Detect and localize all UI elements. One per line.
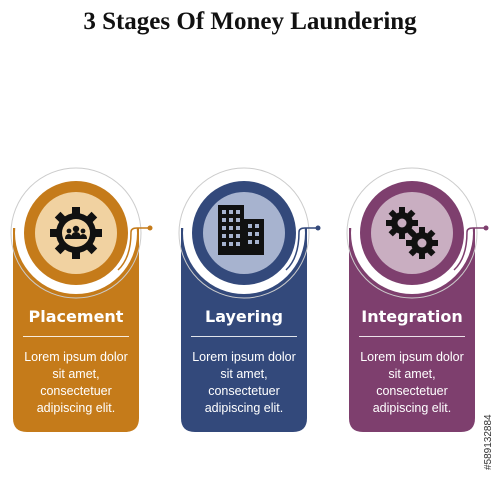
stage-placement-graphic <box>10 167 153 432</box>
stage-placement: Placement Lorem ipsum dolor sit amet, co… <box>10 167 153 432</box>
stage-placement-title: Placement <box>28 307 124 326</box>
stage-placement-description: Lorem ipsum dolor sit amet, consectetuer… <box>24 350 128 415</box>
stage-placement-divider <box>23 336 129 337</box>
stage-layering-description: Lorem ipsum dolor sit amet, consectetuer… <box>192 350 296 415</box>
stage-layering-divider <box>191 336 297 337</box>
stock-id-label: #589132884 <box>483 414 494 470</box>
stage-layering-title: Layering <box>205 307 283 326</box>
page-title: 3 Stages Of Money Laundering <box>83 8 417 35</box>
stage-integration-divider <box>359 336 465 337</box>
stage-layering: Layering Lorem ipsum dolor sit amet, con… <box>178 167 321 432</box>
buildings-icon <box>218 205 264 255</box>
stage-integration-graphic <box>346 167 489 432</box>
stage-integration-description: Lorem ipsum dolor sit amet, consectetuer… <box>360 350 464 415</box>
stage-integration-title: Integration <box>361 307 463 326</box>
people-gear-icon <box>50 207 102 259</box>
gears-icon <box>386 207 438 259</box>
stage-integration: Integration Lorem ipsum dolor sit amet, … <box>346 167 489 432</box>
stage-layering-graphic <box>178 167 321 432</box>
